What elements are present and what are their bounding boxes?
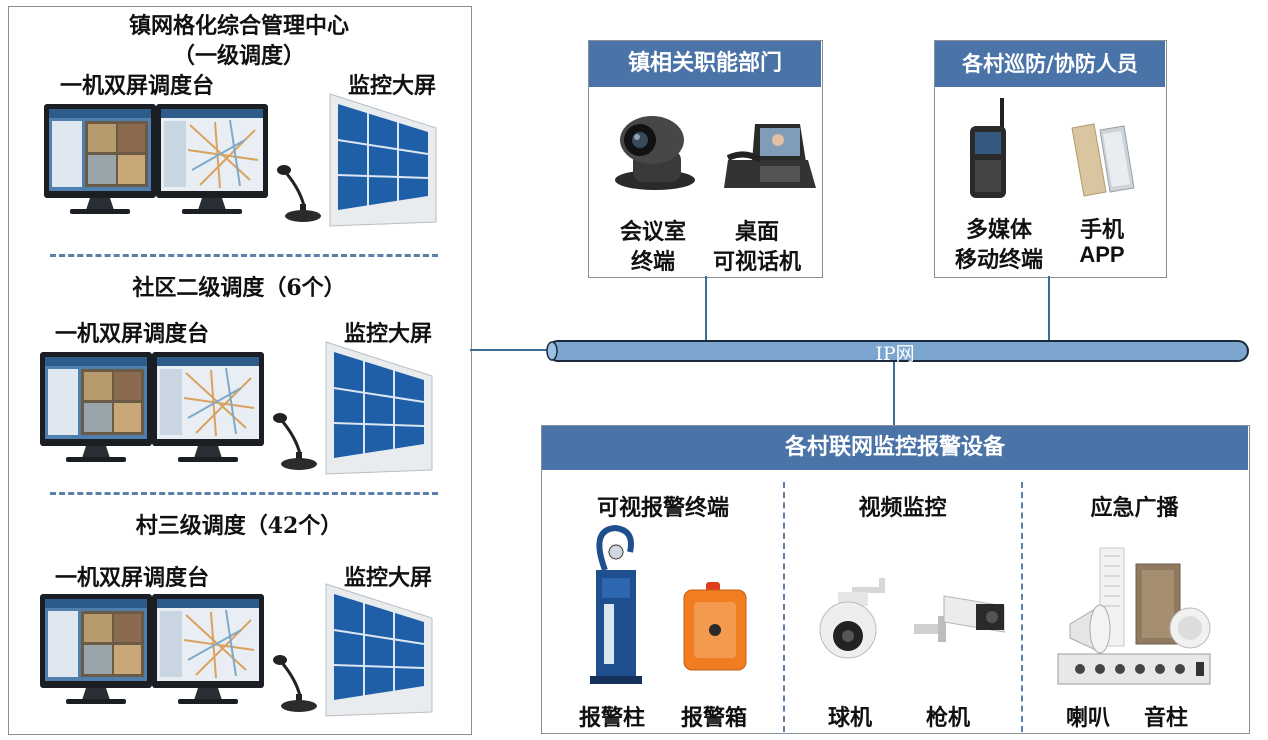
connector-line [705,276,707,342]
dept-item2-label: 桌面 [734,219,779,245]
tier2-title: 社区二级调度（6个） [132,275,346,301]
device-label-dome-camera: 球机 [827,705,872,731]
microphone-icon [277,165,321,222]
command-center-subtitle: （一级调度） [172,43,305,69]
tier-divider [50,254,438,257]
video-wall-label: 监控大屏 [344,565,433,591]
tier1-equipment [38,93,437,718]
group-divider [783,482,785,732]
group-divider [1021,482,1023,732]
dept-panel-header: 镇相关职能部门 [589,41,821,87]
smartphone-icon [1071,123,1135,197]
patrol-item2-label-line2: APP [1079,242,1125,267]
patrol-item1-label-line2: 移动终端 [954,247,1043,273]
speaker-icon [1169,607,1211,649]
console-label: 一机双屏调度台 [55,321,210,347]
alarm-box-icon [683,582,747,671]
tier3-title: 村三级调度（42个） [135,513,343,539]
tier-divider [50,492,438,495]
conference-camera-icon [615,116,695,190]
group-title-broadcast: 应急广播 [1090,495,1179,521]
patrol-item2-label: 手机 [1079,217,1124,243]
desk-videophone-icon [724,124,816,188]
device-label-alarm-box: 报警箱 [680,705,747,731]
video-wall-label: 监控大屏 [344,321,433,347]
speaker-icon [1099,547,1181,647]
device-label-alarm-pillar: 报警柱 [578,705,645,731]
connector-line [1048,276,1050,342]
group-title-alarm: 可视报警终端 [596,495,729,521]
console-label: 一机双屏调度台 [55,565,210,591]
dept-item1-label: 会议室 [619,219,686,245]
monitor-icon [156,104,268,214]
device-label-speaker: 喇叭 [1065,705,1110,731]
alarm-pillar-icon [590,524,642,684]
command-center-title: 镇网格化综合管理中心 [128,13,349,39]
ip-network-label: IP网 [875,343,915,365]
speaker-icon [1069,604,1111,654]
video-wall-icon [329,93,437,227]
dept-item2-label-line2: 可视话机 [712,249,801,275]
bullet-camera-icon [914,595,1005,642]
group-title-video: 视频监控 [858,495,947,521]
console-label: 一机双屏调度台 [60,73,215,99]
video-wall-label: 监控大屏 [348,73,437,99]
patrol-panel-header: 各村巡防/协防人员 [935,41,1165,87]
connector-line [893,360,895,426]
amplifier-icon [1057,653,1211,685]
monitor-icon [44,104,156,214]
device-label-column-speaker: 音柱 [1143,705,1188,731]
patrol-item1-label: 多媒体 [965,217,1032,243]
connector-line [470,349,550,351]
device-panel-header: 各村联网监控报警设备 [542,426,1248,470]
dept-item1-label-line2: 终端 [630,249,675,275]
device-label-bullet-camera: 枪机 [925,705,970,731]
radio-terminal-icon [970,98,1006,198]
dome-camera-icon [819,578,885,659]
